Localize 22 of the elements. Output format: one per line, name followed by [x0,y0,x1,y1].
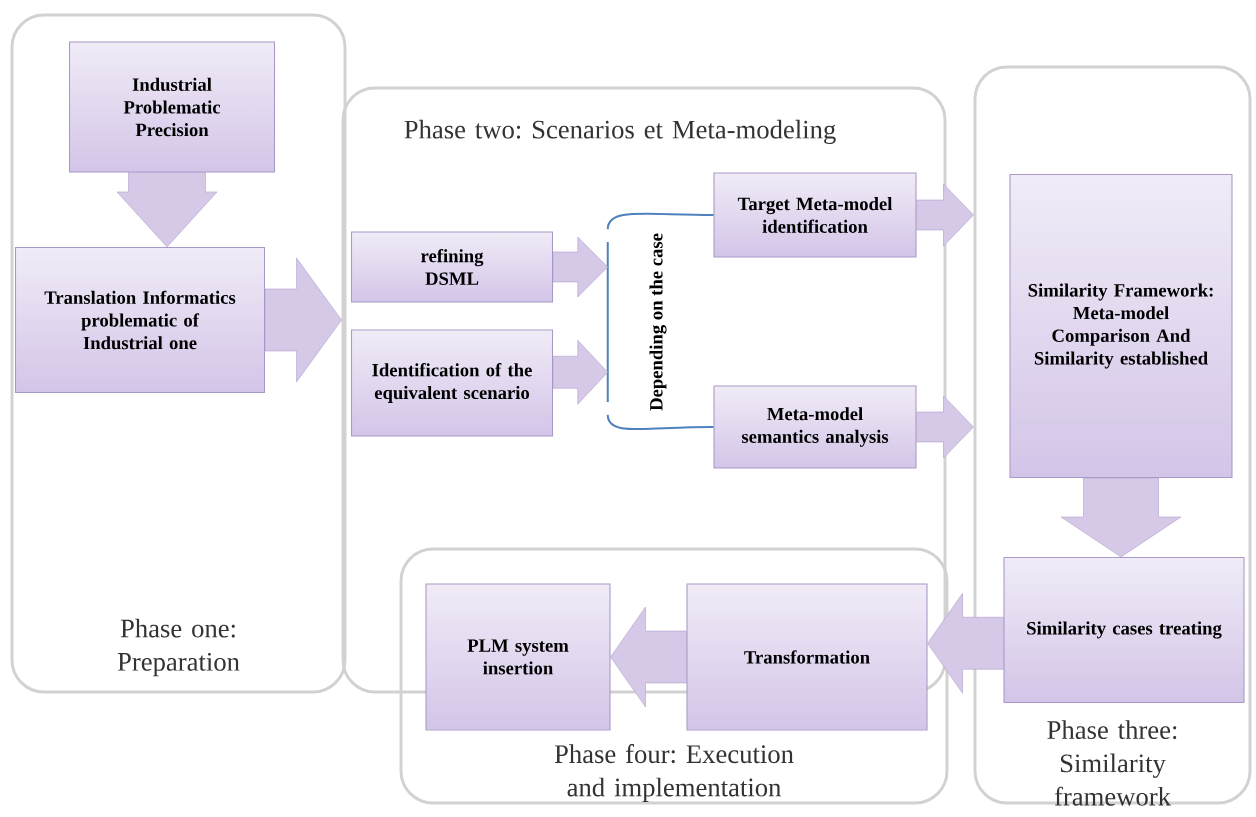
block-arrow [610,606,687,708]
process-box: refining DSML [350,231,554,303]
block-arrow [264,257,342,383]
process-box: Similarity cases treating [1003,556,1245,704]
process-box: Industrial Problematic Precision [68,41,276,173]
process-box: PLM system insertion [425,583,611,731]
block-arrow [1060,477,1182,558]
bracket-line [606,413,715,431]
process-box: Translation Informatics problematic of Industrial one [14,246,266,394]
block-arrow [552,236,608,298]
block-arrow [916,183,974,247]
block-arrow [116,172,218,248]
process-box: Identification of the equivalent scenario [350,329,554,437]
bracket: Depending on the case [606,233,667,411]
process-box: Transformation [686,583,928,731]
block-arrow [552,340,608,405]
block-arrow [927,593,1004,694]
block-arrow [916,395,974,459]
bracket-line [606,212,715,231]
process-box: Similarity Framework: Meta-model Comparison And Similarity established [1009,173,1233,479]
process-box: Meta-model semantics analysis [713,385,917,469]
process-box: Target Meta-model identification [713,172,917,258]
